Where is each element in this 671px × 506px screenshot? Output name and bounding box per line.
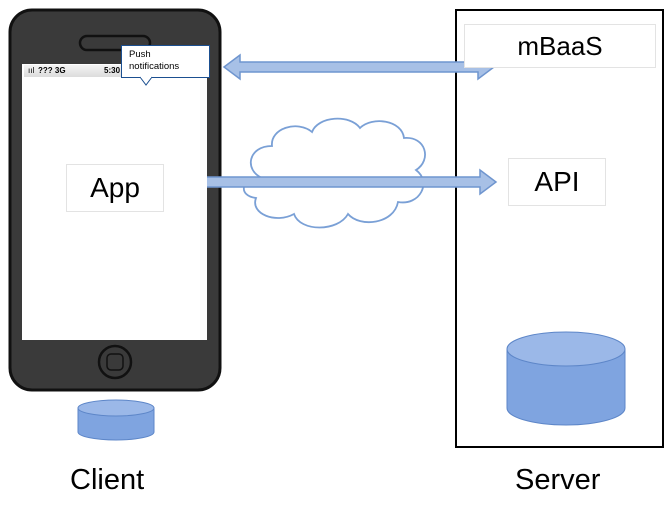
signal-icon: ııl xyxy=(28,66,35,75)
push-notifications-callout: Push notifications xyxy=(121,45,210,78)
mbaas-label: mBaaS xyxy=(464,24,656,68)
push-callout-line1: Push xyxy=(129,49,151,60)
api-label: API xyxy=(508,158,606,206)
phone-home-button xyxy=(97,344,133,380)
push-callout-line2: notifications xyxy=(129,61,180,72)
cloud-icon xyxy=(243,117,426,229)
server-caption: Server xyxy=(515,464,601,496)
status-carrier: ??? 3G xyxy=(38,66,66,75)
client-database-icon xyxy=(77,399,155,441)
app-label: App xyxy=(66,164,164,212)
server-frame xyxy=(455,9,664,448)
status-time: 5:30 xyxy=(104,66,121,75)
push-arrow xyxy=(222,53,496,81)
server-database-icon xyxy=(506,331,626,426)
client-caption: Client xyxy=(70,464,145,496)
